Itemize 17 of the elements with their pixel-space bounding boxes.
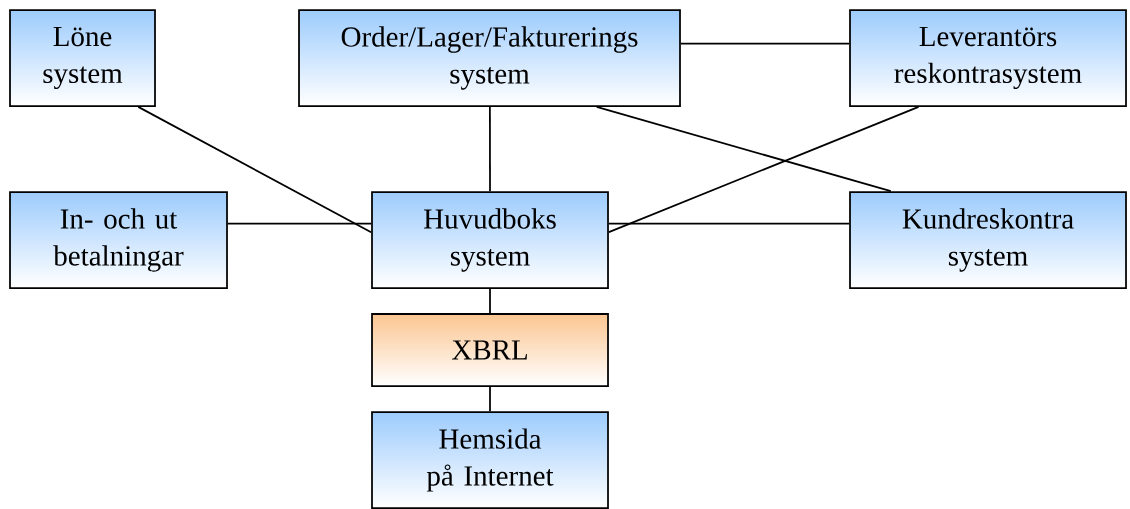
system-box: In- och ut betalningar	[9, 191, 228, 289]
connector-line	[137, 106, 372, 234]
connector-line	[680, 42, 850, 45]
system-box: Huvudboks system	[371, 191, 609, 289]
system-box: Order/Lager/Fakturerings system	[298, 9, 681, 107]
connector-line	[595, 106, 892, 192]
system-box: Löne system	[9, 9, 156, 107]
connector-line	[227, 222, 372, 225]
connector-line	[608, 222, 850, 225]
system-box: Kundreskontra system	[849, 191, 1127, 289]
connector-line	[608, 106, 920, 234]
system-box: Leverantörs reskontrasystem	[849, 9, 1127, 107]
connector-line	[489, 288, 491, 314]
system-box: Hemsida på Internet	[371, 411, 609, 509]
connector-line	[489, 386, 491, 412]
system-box: XBRL	[371, 313, 609, 387]
connector-line	[489, 106, 491, 192]
